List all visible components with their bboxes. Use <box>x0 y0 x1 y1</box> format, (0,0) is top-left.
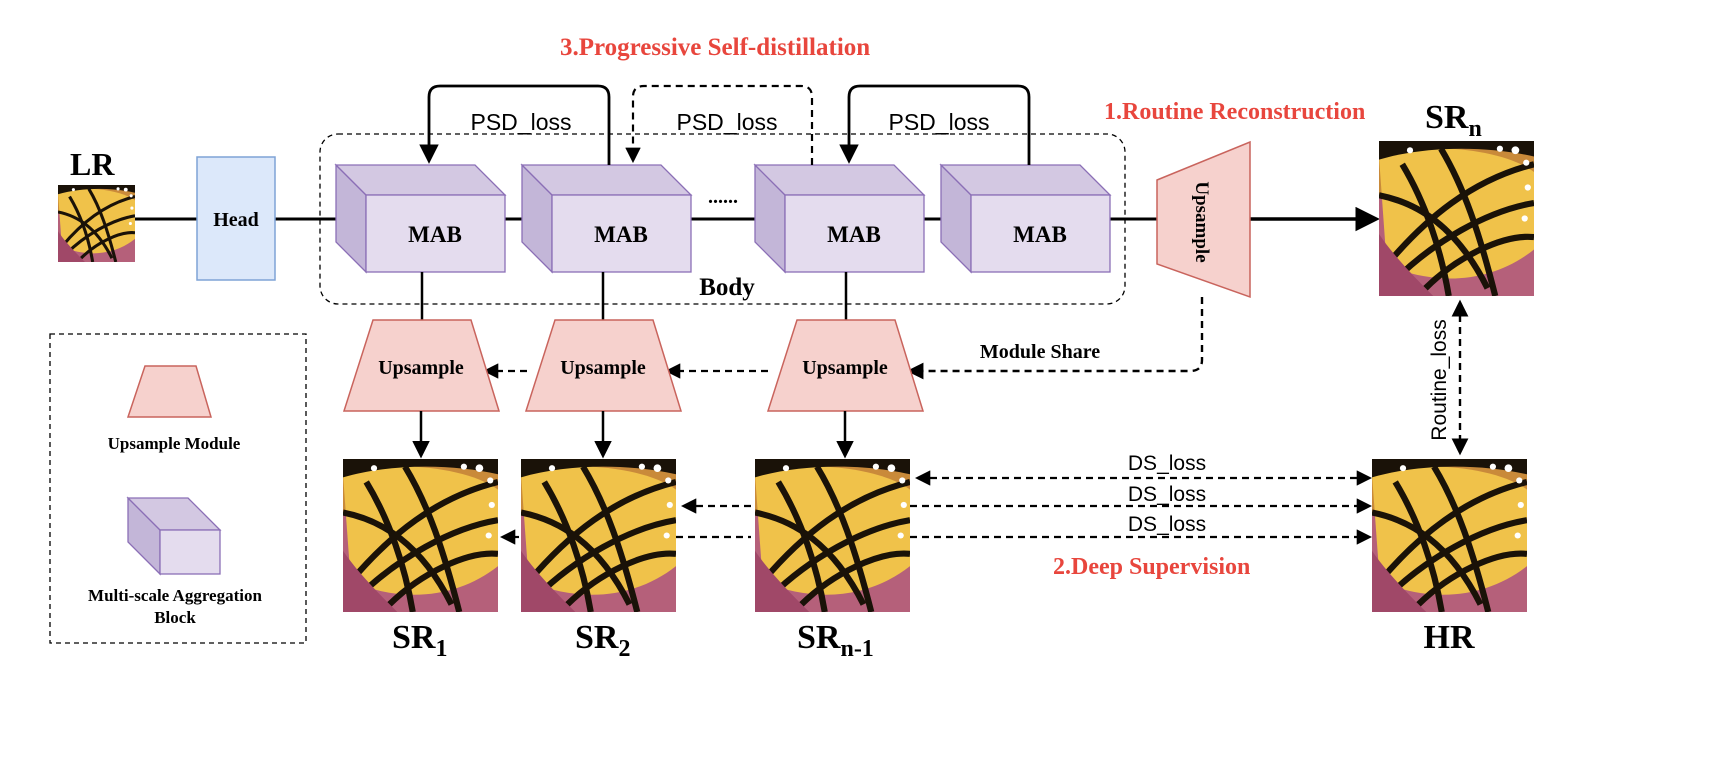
progressive-self-distillation-title: 3.Progressive Self-distillation <box>560 34 870 61</box>
legend-mab-icon <box>126 496 222 576</box>
sr2-label: SR2 <box>575 619 630 662</box>
srn1-label: SRn-1 <box>797 619 874 662</box>
ds-loss-label-3: DS_loss <box>1128 513 1206 536</box>
psd-loss-arrow-1 <box>419 84 611 165</box>
psd-loss-arrow-2 <box>625 84 814 165</box>
module-share-arrow <box>906 297 1204 380</box>
mab-label: MAB <box>408 222 462 247</box>
main-upsample-block <box>1156 140 1251 299</box>
sr1-label: SR1 <box>392 619 447 662</box>
ds-loss-label-2: DS_loss <box>1128 483 1206 506</box>
main-upsample-label: Upsample <box>1191 181 1212 262</box>
ellipsis-dots: ...... <box>708 186 738 208</box>
legend-mab-label-line2: Block <box>154 608 196 627</box>
mab-label: MAB <box>1013 222 1067 247</box>
upsample-label: Upsample <box>802 357 888 379</box>
sr2-image <box>521 459 676 612</box>
upsample-label: Upsample <box>378 357 464 379</box>
head-label: Head <box>213 209 259 231</box>
mab-label: MAB <box>594 222 648 247</box>
mab-block-2: MAB <box>520 163 693 274</box>
mab-label: MAB <box>827 222 881 247</box>
psd-loss-label-1: PSD_loss <box>471 109 572 135</box>
legend-mab-label-line1: Multi-scale Aggregation <box>88 586 262 605</box>
upsample-label: Upsample <box>560 357 646 379</box>
mab-block-1: MAB <box>334 163 507 274</box>
upsample-block-2 <box>524 319 683 412</box>
deep-supervision-title: 2.Deep Supervision <box>1053 554 1250 580</box>
upsample-block-1 <box>342 319 501 412</box>
body-label: Body <box>699 274 755 301</box>
hr-label: HR <box>1424 619 1475 656</box>
module-share-label: Module Share <box>980 341 1100 363</box>
lr-label: LR <box>70 146 115 182</box>
mab-block-3: MAB <box>753 163 926 274</box>
psd-loss-label-3: PSD_loss <box>889 109 990 135</box>
mab-block-4: MAB <box>939 163 1112 274</box>
srn1-image <box>755 459 910 612</box>
lr-image <box>58 185 135 262</box>
legend-upsample-label: Upsample Module <box>108 434 241 453</box>
routine-loss-label: Routine_loss <box>1428 319 1451 440</box>
sr1-image <box>343 459 498 612</box>
head-block <box>196 156 276 281</box>
body-container <box>319 133 1126 305</box>
routine-reconstruction-title: 1.Routine Reconstruction <box>1104 99 1365 125</box>
ds-loss-label-1: DS_loss <box>1128 452 1206 475</box>
srn-image <box>1379 141 1534 296</box>
psd-loss-label-2: PSD_loss <box>677 109 778 135</box>
upsample-block-3 <box>766 319 925 412</box>
srn-label: SRn <box>1425 99 1482 142</box>
psd-loss-arrow-3 <box>839 84 1031 165</box>
hr-image <box>1372 459 1527 612</box>
legend-box <box>49 333 307 644</box>
legend-upsample-icon <box>126 365 213 418</box>
